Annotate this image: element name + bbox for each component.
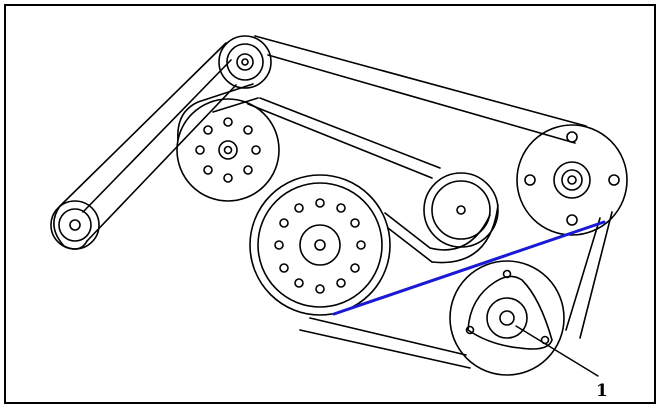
power-steering-pulley bbox=[516, 124, 628, 236]
highlighted-belt-section bbox=[332, 220, 606, 316]
callout-label: 1 bbox=[596, 381, 608, 401]
crankshaft-pulley bbox=[249, 174, 391, 316]
serpentine-belt bbox=[53, 35, 613, 369]
top-idler-pulley bbox=[218, 35, 272, 89]
alternator-pulley bbox=[423, 172, 499, 248]
callout-leader-line bbox=[515, 325, 599, 377]
tensioner-pulley bbox=[449, 260, 565, 376]
fan-pulley bbox=[176, 98, 280, 202]
left-idler-pulley bbox=[50, 200, 100, 250]
